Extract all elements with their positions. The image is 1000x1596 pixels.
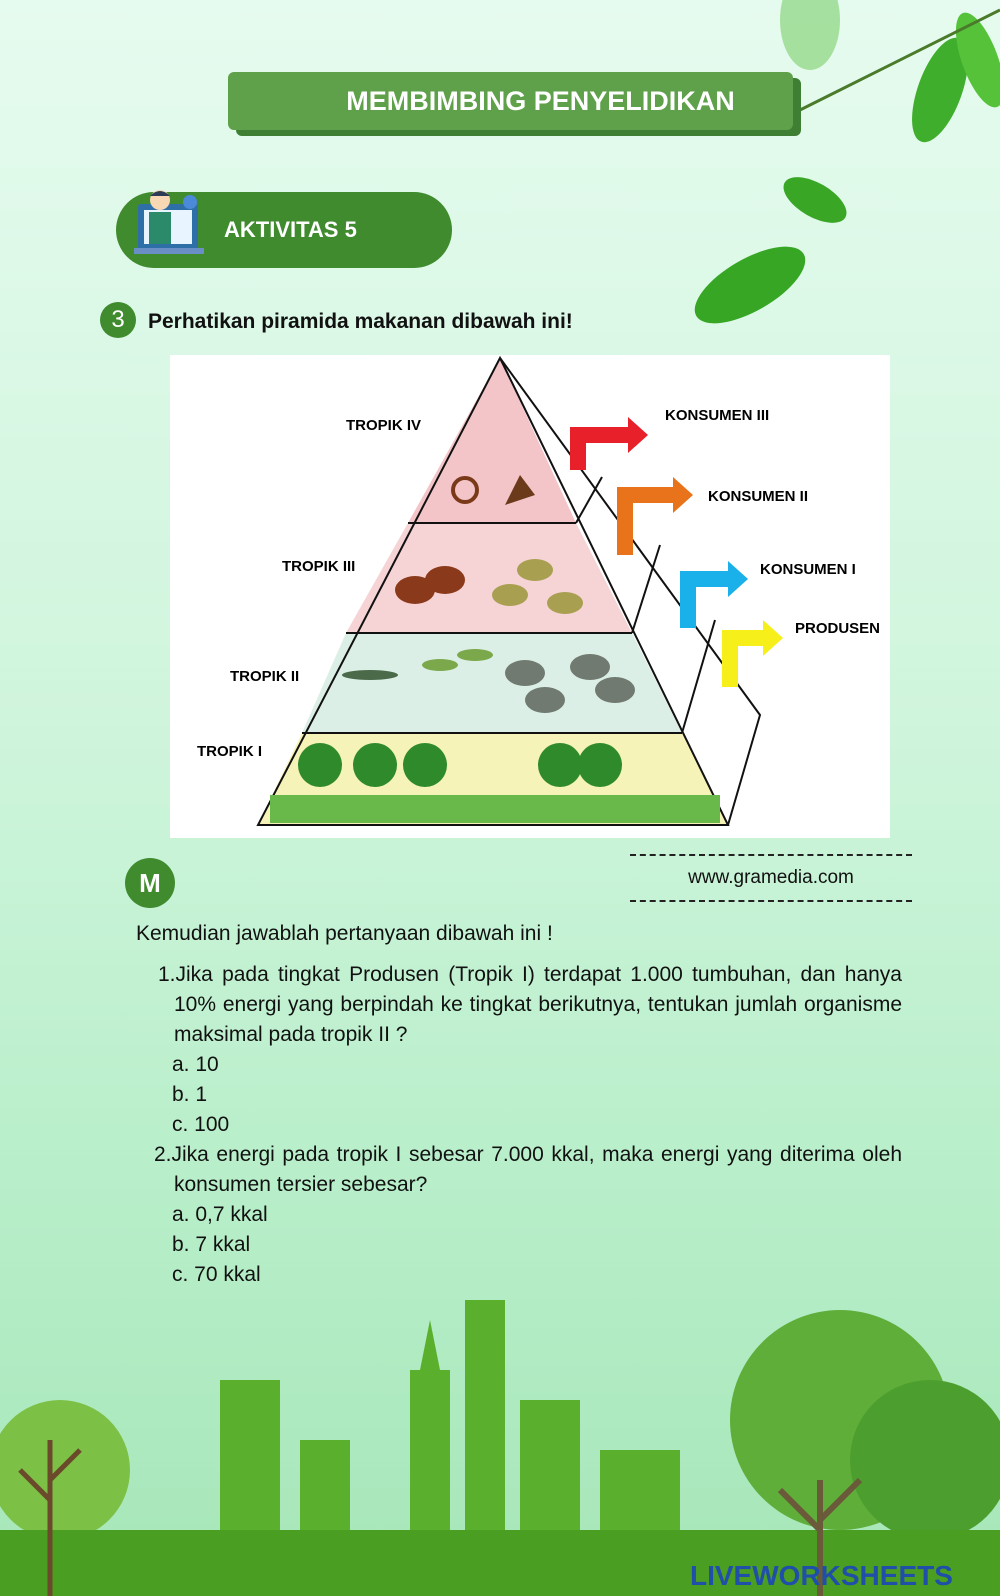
food-pyramid-image: TROPIK IV TROPIK III TROPIK II TROPIK I … bbox=[170, 355, 890, 838]
question-1-option-c[interactable]: c. 100 bbox=[172, 1113, 230, 1136]
trees-grass-illustration bbox=[270, 743, 720, 823]
question-1: 1.Jika pada tingkat Produsen (Tropik I) … bbox=[158, 960, 902, 1140]
leaves-decoration bbox=[694, 0, 1000, 324]
instruction-text: Perhatikan piramida makanan dibawah ini! bbox=[148, 310, 573, 333]
question-2-option-a[interactable]: a. 0,7 kkal bbox=[172, 1203, 268, 1226]
label-produsen: PRODUSEN bbox=[795, 620, 881, 637]
chickens-frogs-illustration bbox=[395, 559, 583, 614]
question-2-option-c[interactable]: c. 70 kkal bbox=[172, 1263, 261, 1286]
liveworksheets-logo: LIVEWORKSHEETS bbox=[690, 1560, 953, 1591]
arrow-konsumen-1 bbox=[680, 571, 730, 628]
label-konsumen-2: KONSUMEN II bbox=[708, 488, 809, 505]
question-2-text: 2.Jika energi pada tropik I sebesar 7.00… bbox=[154, 1143, 902, 1196]
m-badge: M bbox=[125, 858, 175, 908]
page-title: MEMBIMBING PENYELIDIKAN bbox=[228, 72, 793, 130]
city-skyline-illustration bbox=[0, 1300, 1000, 1596]
label-tropik-4: TROPIK IV bbox=[346, 417, 422, 434]
question-2-option-b[interactable]: b. 7 kkal bbox=[172, 1233, 251, 1256]
mice-grasshoppers-illustration bbox=[342, 649, 635, 713]
source-credit: www.gramedia.com bbox=[630, 854, 912, 902]
label-tropik-2: TROPIK II bbox=[230, 668, 300, 685]
label-konsumen-1: KONSUMEN I bbox=[760, 561, 856, 578]
label-tropik-3: TROPIK III bbox=[282, 558, 356, 575]
question-1-option-a[interactable]: a. 10 bbox=[172, 1053, 219, 1076]
question-number-badge: 3 bbox=[100, 302, 136, 338]
arrow-produsen bbox=[722, 630, 765, 687]
snake-eagle-illustration bbox=[451, 475, 535, 505]
prompt-text: Kemudian jawablah pertanyaan dibawah ini… bbox=[136, 922, 553, 945]
activity-label: AKTIVITAS 5 bbox=[224, 217, 357, 242]
teacher-icon bbox=[134, 190, 204, 254]
arrow-konsumen-2 bbox=[617, 487, 675, 555]
label-tropik-1: TROPIK I bbox=[197, 743, 263, 760]
label-konsumen-3: KONSUMEN III bbox=[665, 407, 770, 424]
question-1-text: 1.Jika pada tingkat Produsen (Tropik I) … bbox=[158, 963, 902, 1046]
arrow-konsumen-3 bbox=[570, 427, 630, 470]
tropik-4-band bbox=[408, 358, 576, 523]
question-1-option-b[interactable]: b. 1 bbox=[172, 1083, 208, 1106]
question-2: 2.Jika energi pada tropik I sebesar 7.00… bbox=[154, 1140, 902, 1290]
